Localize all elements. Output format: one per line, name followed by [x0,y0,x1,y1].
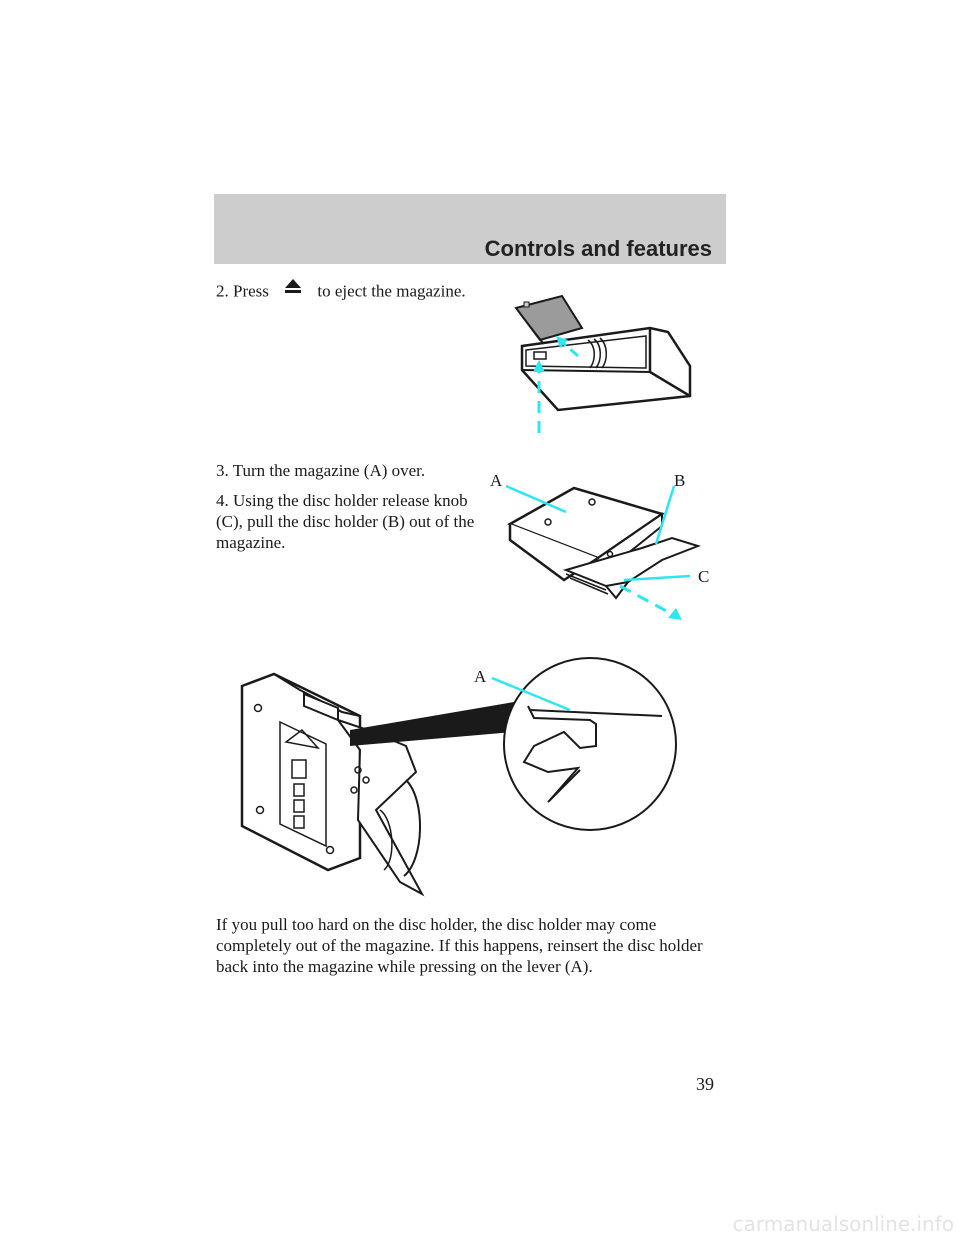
site-watermark: carmanualsonline.info [732,1212,954,1236]
disc-holder-lever-illustration: A [240,657,677,897]
cd-changer-eject-illustration [514,294,692,433]
callout-label-a: A [490,471,503,490]
step-2-text-after: to eject the magazine. [317,281,466,301]
magazine-disc-holder-illustration: A B C [490,471,709,620]
caption-paragraph: If you pull too hard on the disc holder,… [216,915,703,976]
step-3-text: 3. Turn the magazine (A) over. [216,461,426,480]
eject-icon [273,276,313,301]
section-header-band: Controls and features [214,194,726,264]
step-2-text-before: 2. Press [216,281,269,301]
callout-label-c: C [698,567,709,586]
callout-label-b: B [674,471,685,490]
page-number: 39 [696,1074,714,1094]
section-title: Controls and features [484,236,712,261]
step-2-text: 2. Press to eject the magazine. [216,279,466,305]
callout-label-lever-a: A [474,667,487,686]
step-4-text: 4. Using the disc holder release knob (C… [216,491,475,552]
